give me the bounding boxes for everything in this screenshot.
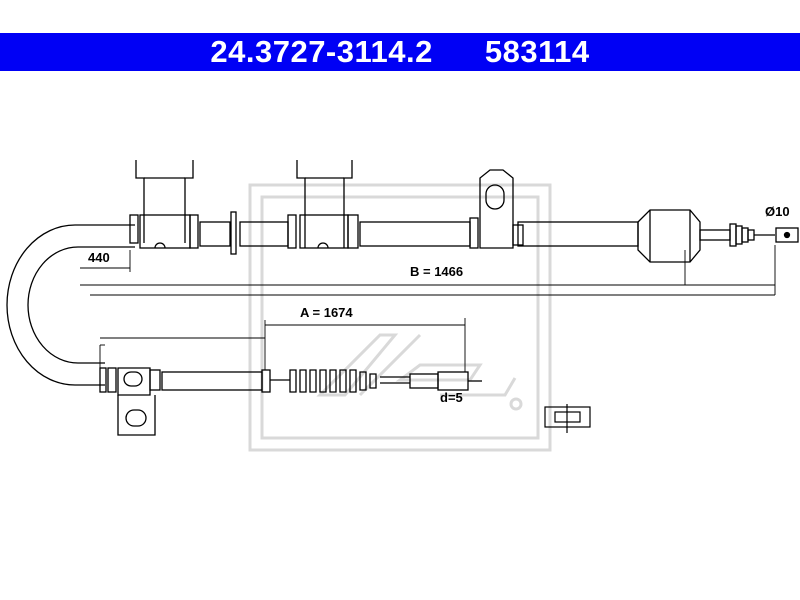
dimension-label-a: A = 1674 [300,305,353,320]
part-number: 24.3727-3114.2 [210,34,433,69]
reference-number: 583114 [484,34,590,69]
dimension-label-b: B = 1466 [410,264,463,279]
cable-conduit [6,224,135,386]
dimension-lines [80,245,776,385]
nipple-diameter-label: d=5 [440,390,463,405]
nipple-detail-symbol [544,404,591,433]
header-bar: 24.3727-3114.2 583114 [0,33,800,71]
dimension-label-440: 440 [88,250,110,265]
watermark-logo [248,183,552,452]
diameter-label: Ø10 [765,204,790,219]
upper-cable-run [129,160,799,263]
lower-cable-run [99,367,482,436]
